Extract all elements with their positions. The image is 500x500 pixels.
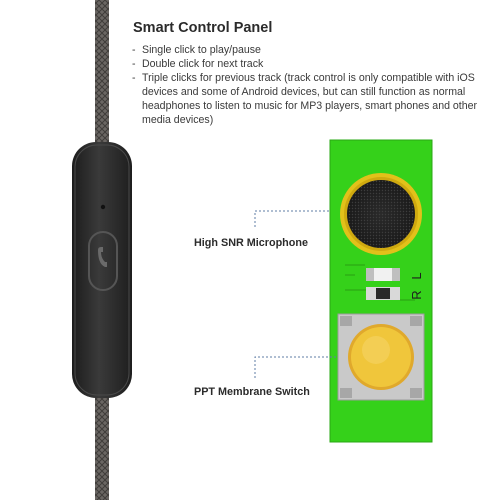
board-marking-r: R bbox=[409, 290, 424, 299]
feature-item-previous-track: Triple clicks for previous track (track … bbox=[132, 71, 492, 127]
membrane-switch-label: PPT Membrane Switch bbox=[194, 386, 310, 398]
membrane-switch-component bbox=[337, 313, 425, 401]
microphone-label: High SNR Microphone bbox=[194, 237, 308, 249]
smd-component-top bbox=[366, 268, 400, 281]
remote-control bbox=[72, 142, 132, 398]
pcb-board: L R bbox=[329, 139, 433, 443]
phone-icon bbox=[88, 231, 118, 291]
cable-lower bbox=[95, 388, 109, 500]
mic-hole bbox=[100, 204, 106, 210]
feature-item-play-pause: Single click to play/pause bbox=[132, 43, 492, 57]
feature-item-next-track: Double click for next track bbox=[132, 57, 492, 71]
mic-leader-line bbox=[254, 210, 330, 227]
microphone-component bbox=[340, 173, 422, 255]
switch-leader-line bbox=[254, 356, 338, 378]
feature-list: Single click to play/pause Double click … bbox=[132, 43, 492, 128]
cable-upper bbox=[95, 0, 109, 150]
board-marking-l: L bbox=[409, 272, 424, 279]
panel-title: Smart Control Panel bbox=[133, 20, 273, 36]
